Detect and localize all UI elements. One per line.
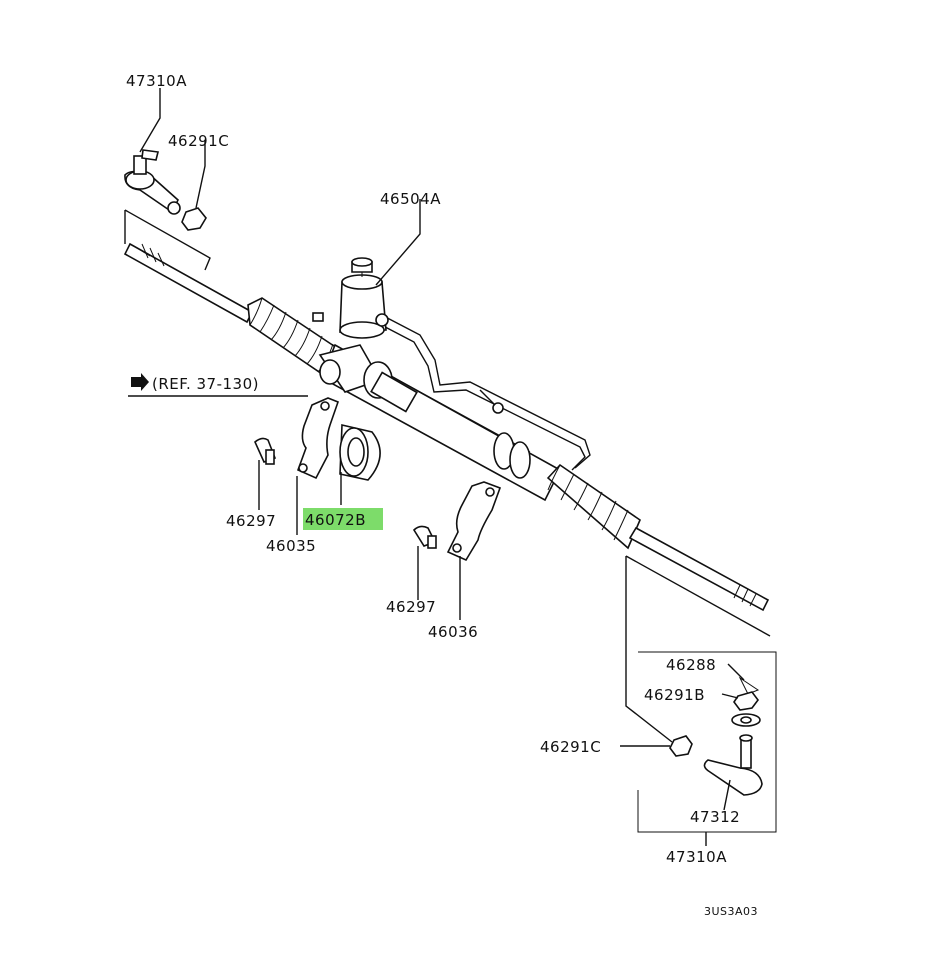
gear-valve-housing: [312, 257, 389, 339]
right-clamp: [446, 481, 502, 562]
label-47310a-bottom: 47310A: [666, 848, 727, 866]
left-bolt: [254, 437, 277, 465]
highlight-46072b: [303, 508, 383, 530]
steering-bushing: [339, 424, 381, 481]
upper-tie-rod-end: [124, 149, 181, 215]
label-46291c-top: 46291C: [168, 132, 229, 150]
lower-tie-rod-end-group: [637, 651, 777, 833]
label-46297-left: 46297: [226, 512, 276, 530]
lower-tie-rod-end-body: [703, 734, 763, 796]
left-clamp: [296, 397, 340, 480]
lower-nut: [669, 735, 693, 757]
drawing-code: 3US3A03: [704, 905, 758, 918]
cotter-pin: [738, 676, 760, 695]
label-46288: 46288: [666, 656, 716, 674]
inner-nut: [733, 691, 759, 711]
reference-note: (REF. 37-130): [128, 373, 308, 397]
label-46291c-lower: 46291C: [540, 738, 601, 756]
label-46072b: 46072B: [305, 511, 366, 529]
upper-tie-rod-nut: [181, 207, 207, 231]
reference-note-text: (REF. 37-130): [152, 375, 259, 393]
label-46291b: 46291B: [644, 686, 705, 704]
steering-rack-assembly: [123, 242, 770, 612]
label-47312: 47312: [690, 808, 740, 826]
right-bolt: [412, 525, 437, 549]
label-46036: 46036: [428, 623, 478, 641]
label-46504a: 46504A: [380, 190, 441, 208]
label-46035: 46035: [266, 537, 316, 555]
label-46297-right: 46297: [386, 598, 436, 616]
label-47310a-top: 47310A: [126, 72, 187, 90]
